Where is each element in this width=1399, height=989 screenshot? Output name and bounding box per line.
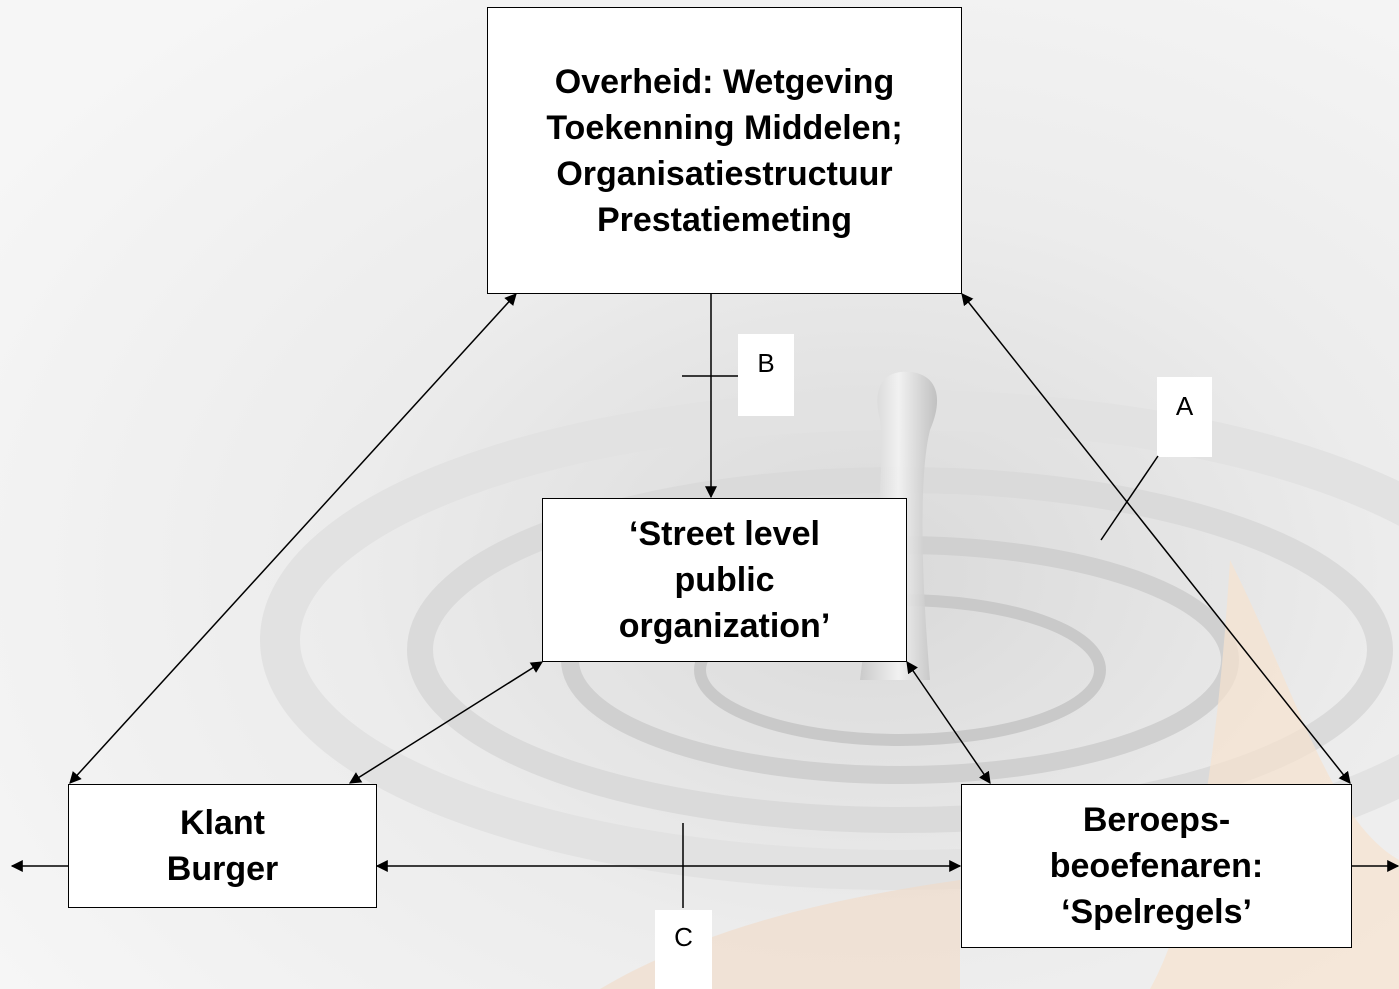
- label-b-text: B: [757, 348, 775, 378]
- node-beroeps-line: Beroeps-: [1082, 801, 1231, 839]
- node-overheid-line: Toekenning Middelen;: [546, 108, 903, 147]
- arrow-overheid-klant: [69, 293, 517, 784]
- node-klant-line: Burger: [166, 850, 279, 888]
- label-c: C: [655, 910, 712, 989]
- node-beroeps: Beroeps- beoefenaren: ‘Spelregels’: [961, 784, 1352, 948]
- node-street-level-line: public: [674, 561, 775, 599]
- tick-a: [1100, 455, 1159, 541]
- arrow-street-beroeps: [906, 661, 991, 784]
- node-street-level-line: organization’: [618, 607, 831, 645]
- label-c-text: C: [674, 922, 693, 952]
- node-beroeps-line: ‘Spelregels’: [1061, 893, 1252, 931]
- node-overheid-line: Organisatiestructuur: [556, 154, 893, 193]
- node-beroeps-line: beoefenaren:: [1049, 847, 1264, 885]
- node-klant-line: Klant: [180, 804, 265, 842]
- node-street-level: ‘Street level public organization’: [542, 498, 907, 662]
- node-overheid-line: Prestatiemeting: [596, 200, 853, 239]
- node-street-level-line: ‘Street level: [629, 515, 820, 553]
- arrow-overheid-beroeps: [961, 293, 1351, 784]
- label-b: B: [738, 334, 794, 416]
- node-klant: Klant Burger: [68, 784, 377, 908]
- arrow-street-klant: [348, 661, 544, 784]
- node-overheid: Overheid: Wetgeving Toekenning Middelen;…: [487, 7, 962, 294]
- node-overheid-line: Overheid: Wetgeving: [554, 62, 895, 101]
